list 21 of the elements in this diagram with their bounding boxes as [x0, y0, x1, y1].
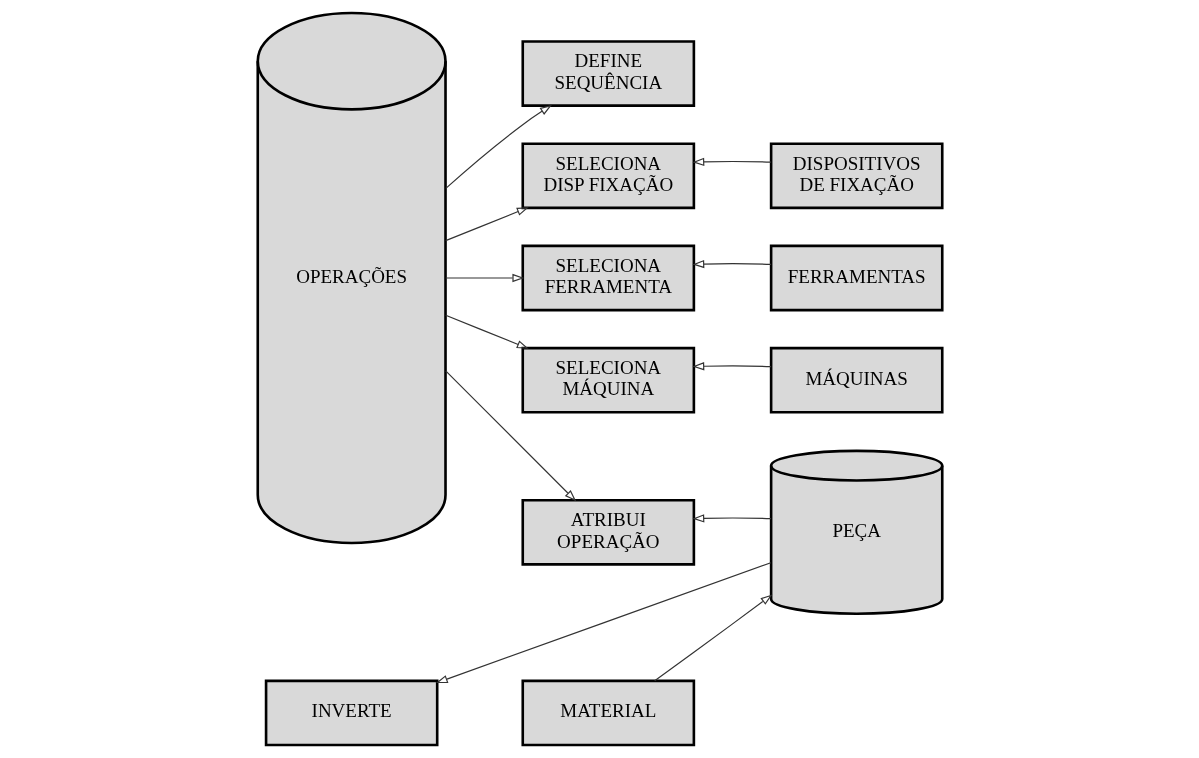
arrow — [444, 104, 552, 189]
arrow — [691, 362, 772, 371]
node-box: SELECIONA FERRAMENTA — [520, 244, 695, 312]
node-box: DISPOSITIVOS DE FIXAÇÃO — [769, 142, 944, 210]
arrow — [444, 207, 529, 242]
node-box: DEFINE SEQUÊNCIA — [520, 40, 695, 107]
arrow — [653, 594, 772, 682]
arrow — [444, 273, 524, 283]
arrow — [444, 314, 529, 349]
node-box: INVERTE — [264, 679, 438, 747]
arrow — [691, 514, 772, 523]
node-box: SELECIONA DISP FIXAÇÃO — [520, 142, 695, 210]
arrow — [435, 562, 771, 684]
node-box: FERRAMENTAS — [769, 244, 944, 312]
arrow — [691, 259, 772, 269]
arrow — [691, 157, 772, 167]
node-box: ATRIBUI OPERAÇÃO — [520, 498, 695, 566]
arrow — [444, 370, 576, 502]
node-box: SELECIONA MÁQUINA — [520, 346, 695, 414]
node-box: MATERIAL — [520, 679, 695, 747]
node-box: MÁQUINAS — [769, 346, 944, 414]
